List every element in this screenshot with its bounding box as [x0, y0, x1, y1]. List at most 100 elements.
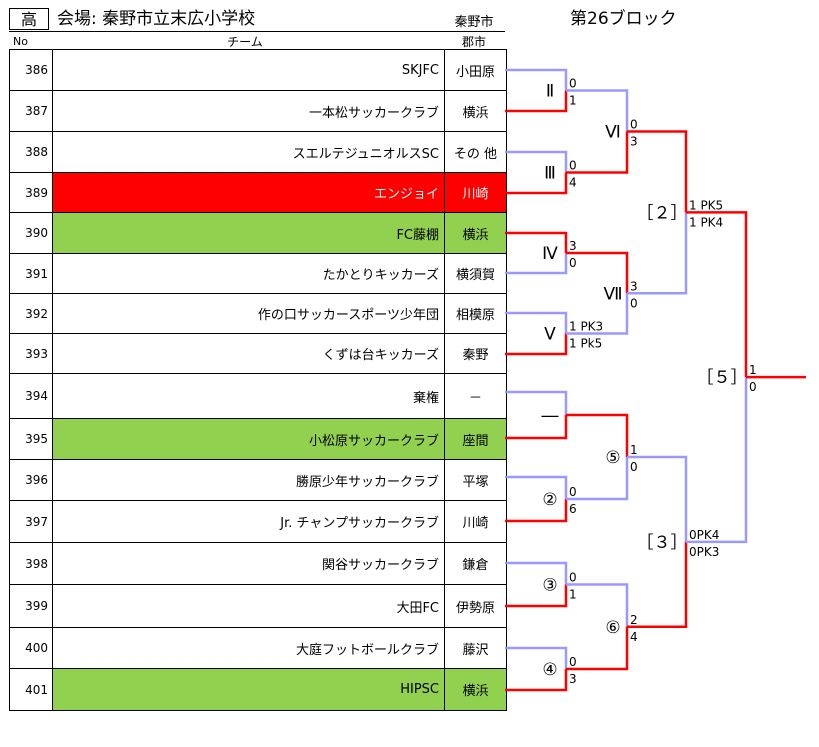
team-number: 387	[10, 91, 53, 131]
team-name: エンジョイ	[53, 173, 445, 212]
match-label: ②	[542, 490, 557, 510]
team-number: 394	[10, 374, 53, 418]
team-number: 398	[10, 543, 53, 584]
team-name: SKJFC	[53, 50, 445, 90]
team-name: HIPSC	[53, 669, 445, 710]
bracket-line-r1	[505, 646, 568, 669]
score-label: 4	[630, 630, 638, 644]
team-number: 389	[10, 173, 53, 212]
score-label: 0	[569, 485, 577, 499]
score-label: 0	[569, 256, 577, 270]
score-label: 0	[630, 118, 638, 132]
bracket-line-r2	[566, 457, 629, 501]
match-label: Ⅲ	[544, 164, 556, 184]
score-label: 2	[630, 613, 638, 627]
bracket-line-r1	[505, 584, 568, 608]
score-label: 0	[569, 159, 577, 173]
bracket-line-r2	[566, 293, 629, 335]
team-name: 勝原少年サッカークラブ	[53, 460, 445, 500]
score-label: 0PK3	[689, 545, 719, 559]
team-number: 392	[10, 294, 53, 333]
score-label: 6	[569, 502, 577, 516]
team-city: 平塚	[462, 474, 489, 490]
bracket-line-r1	[505, 390, 568, 415]
team-city: 横浜	[445, 213, 506, 253]
venue-title: 会場: 秦野市立末広小学校	[57, 9, 256, 29]
match-label: ［５］	[697, 368, 748, 388]
bracket-line-r3	[627, 455, 688, 542]
team-city: 藤沢	[462, 642, 489, 658]
score-label: 3	[569, 239, 577, 253]
team-city: 秦野	[462, 348, 489, 363]
bracket-line-r2	[566, 583, 629, 627]
match-label: ③	[542, 576, 557, 596]
match-label: ⑥	[605, 618, 620, 638]
match-label: Ⅶ	[603, 284, 622, 304]
column-header-no: No	[13, 35, 28, 48]
team-number: 388	[10, 132, 53, 172]
team-number: 393	[10, 334, 53, 373]
score-label: 1	[569, 94, 577, 108]
team-city: 横浜	[462, 105, 489, 121]
bracket-line-r1	[505, 333, 568, 356]
bracket-line-r1	[505, 499, 568, 523]
bracket-line-r2	[566, 131, 629, 174]
bracket-line-r1	[505, 669, 568, 692]
host-city: 秦野市	[454, 15, 494, 30]
team-number: 391	[10, 254, 53, 293]
bracket-line-r2	[566, 626, 629, 671]
bracket-line-r2	[566, 89, 629, 132]
bracket-line-r1	[505, 253, 568, 275]
score-label: 0	[569, 77, 577, 91]
team-city: 横須賀	[455, 268, 495, 283]
bracket-line-final	[686, 377, 748, 544]
column-header-team: チーム	[227, 35, 263, 49]
bracket-line-r1	[505, 172, 568, 195]
score-label: 4	[569, 176, 577, 190]
score-label: 3	[569, 672, 577, 686]
team-city: 座間	[445, 419, 506, 459]
block-title: 第26ブロック	[570, 9, 677, 29]
bracket-line-r3	[627, 212, 688, 295]
score-label: 1	[749, 363, 757, 377]
score-label: 0	[630, 460, 638, 474]
bracket-line-r1	[505, 68, 568, 91]
level-badge: 高	[9, 8, 49, 30]
team-name: FC藤棚	[53, 213, 445, 253]
score-label: 0PK4	[689, 528, 719, 542]
team-city: 川崎	[445, 173, 506, 212]
team-city: その 他	[453, 146, 498, 162]
score-label: 3	[630, 279, 638, 293]
team-name: 棄権	[53, 374, 445, 418]
score-label: 0	[749, 380, 757, 394]
score-label: 0	[569, 655, 577, 669]
team-name: 一本松サッカークラブ	[53, 91, 445, 131]
team-name: 関谷サッカークラブ	[53, 543, 445, 584]
bracket-line-r1	[505, 561, 568, 585]
match-label: Ⅵ	[605, 123, 621, 143]
team-name: Jr. チャンプサッカークラブ	[53, 501, 445, 542]
match-label: Ⅱ	[546, 82, 554, 102]
score-label: 1 PK5	[689, 198, 723, 212]
bracket-line-r1	[505, 475, 568, 499]
team-city: 川崎	[462, 516, 489, 531]
team-number: 390	[10, 213, 53, 253]
team-city: 鎌倉	[462, 558, 489, 573]
bracket-line-r1	[505, 231, 568, 253]
bracket-line-r3	[627, 130, 688, 213]
team-number: 401	[10, 669, 53, 710]
score-label: 3	[630, 135, 638, 149]
